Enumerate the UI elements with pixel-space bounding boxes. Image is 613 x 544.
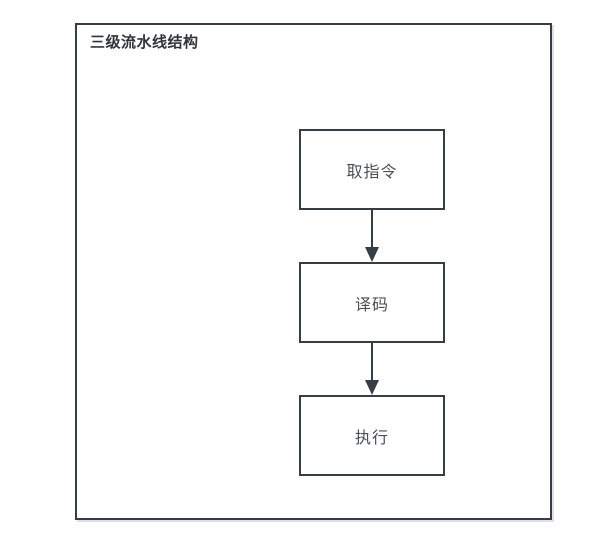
arrow-line: [371, 210, 373, 248]
diagram-title: 三级流水线结构: [90, 33, 199, 51]
node-decode: 译码: [299, 262, 445, 343]
arrow-line: [371, 343, 373, 381]
arrow-down-icon: [365, 380, 379, 395]
node-execute: 执行: [299, 395, 445, 476]
node-fetch-instruction: 取指令: [299, 129, 445, 210]
arrow-down-icon: [365, 247, 379, 262]
